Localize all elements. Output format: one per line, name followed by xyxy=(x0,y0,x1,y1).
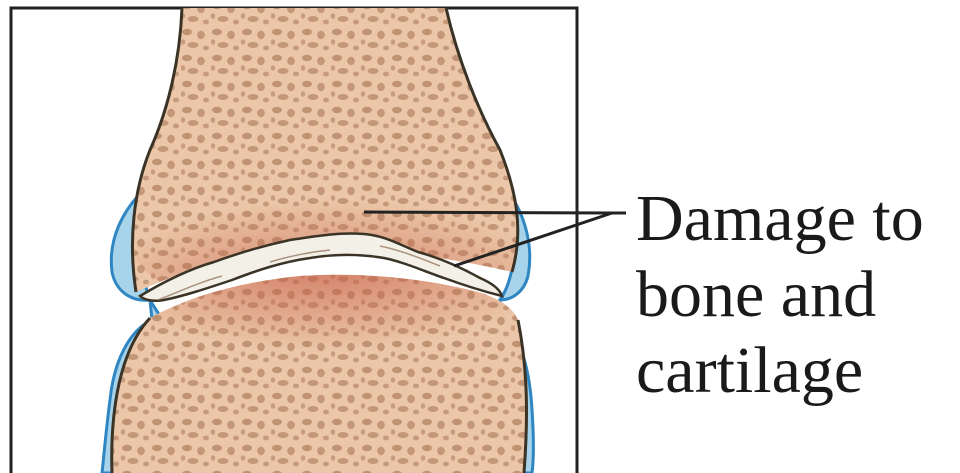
annotation-line-3: cartilage xyxy=(636,338,863,404)
pointer-line-bone xyxy=(364,212,612,213)
annotation-line-2: bone and xyxy=(636,262,876,328)
annotation-line-1: Damage to xyxy=(636,186,924,252)
